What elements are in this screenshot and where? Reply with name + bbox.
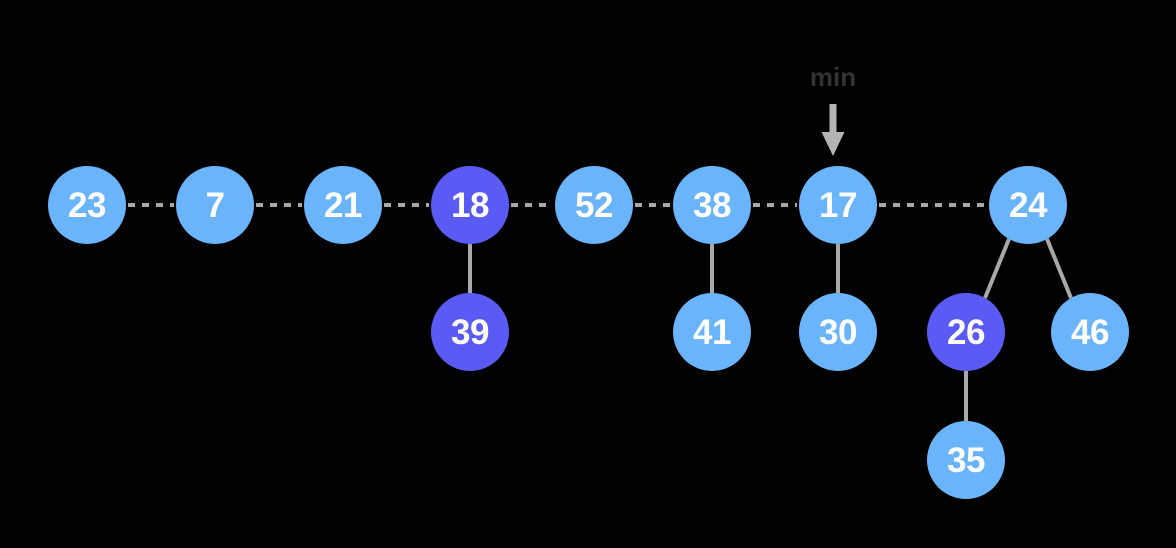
- heap-node-label: 18: [451, 185, 489, 225]
- heap-node-7[interactable]: 7: [176, 166, 254, 244]
- heap-node-30[interactable]: 30: [799, 293, 877, 371]
- heap-node-38[interactable]: 38: [673, 166, 751, 244]
- heap-node-26[interactable]: 26: [927, 293, 1005, 371]
- heap-node-label: 23: [68, 185, 106, 225]
- heap-node-label: 35: [947, 440, 985, 480]
- heap-node-24[interactable]: 24: [989, 166, 1067, 244]
- heap-node-41[interactable]: 41: [673, 293, 751, 371]
- heap-node-label: 17: [819, 185, 857, 225]
- heap-node-52[interactable]: 52: [555, 166, 633, 244]
- min-arrow-icon: [821, 104, 845, 156]
- heap-node-39[interactable]: 39: [431, 293, 509, 371]
- heap-node-label: 52: [575, 185, 613, 225]
- heap-node-label: 7: [205, 185, 225, 225]
- min-arrow-head: [821, 132, 845, 156]
- min-label: min: [809, 62, 857, 92]
- heap-node-23[interactable]: 23: [48, 166, 126, 244]
- heap-node-46[interactable]: 46: [1051, 293, 1129, 371]
- heap-node-label: 21: [324, 185, 362, 225]
- heap-node-17[interactable]: 17: [799, 166, 877, 244]
- heap-node-18[interactable]: 18: [431, 166, 509, 244]
- heap-node-21[interactable]: 21: [304, 166, 382, 244]
- min-arrow-shaft: [829, 104, 837, 132]
- heap-node-label: 39: [451, 312, 489, 352]
- heap-node-label: 26: [947, 312, 985, 352]
- child-link-24-26: [983, 238, 1011, 299]
- heap-node-label: 30: [819, 312, 857, 352]
- child-link-24-46: [1045, 238, 1073, 299]
- heap-node-label: 24: [1009, 185, 1047, 225]
- heap-node-label: 38: [693, 185, 731, 225]
- heap-node-35[interactable]: 35: [927, 421, 1005, 499]
- heap-node-label: 46: [1071, 312, 1109, 352]
- heap-node-label: 41: [693, 312, 731, 352]
